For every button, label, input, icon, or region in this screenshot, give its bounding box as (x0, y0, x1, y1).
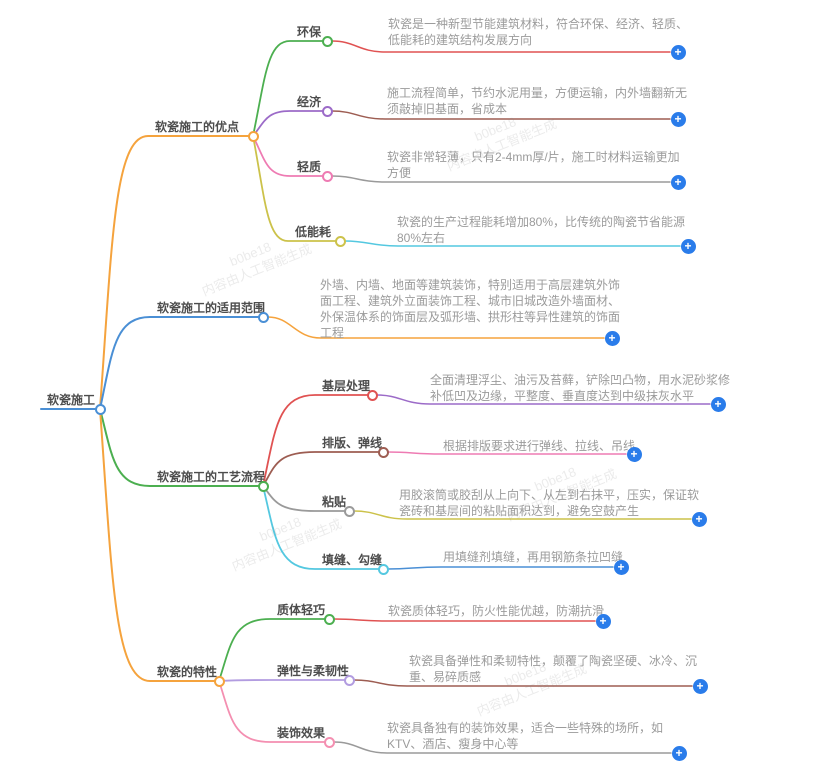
add-child-button[interactable]: + (710, 396, 726, 412)
connector-line (262, 485, 384, 570)
connector-line (218, 618, 330, 682)
node-handle-icon[interactable] (94, 403, 106, 415)
connector-line (252, 40, 328, 137)
topic-label[interactable]: 弹性与柔韧性 (277, 664, 350, 678)
connector-line (387, 566, 614, 570)
node-handle-icon[interactable] (247, 130, 259, 142)
topic-label[interactable]: 环保 (297, 25, 322, 39)
add-child-button[interactable]: + (604, 330, 620, 346)
topic-label[interactable]: 软瓷施工的适用范围 (157, 301, 266, 315)
description-text[interactable]: 软瓷非常轻薄，只有2-4mm厚/片，施工时材料运输更加方便 (387, 150, 680, 180)
node-handle-icon[interactable] (257, 480, 269, 492)
node-handle-icon[interactable] (323, 613, 335, 625)
connector-line (99, 408, 220, 682)
connector-line (331, 40, 671, 53)
add-child-button[interactable]: + (670, 111, 686, 127)
node-handle-icon[interactable] (343, 505, 355, 517)
add-child-button[interactable]: + (671, 745, 687, 761)
add-child-button[interactable]: + (613, 559, 629, 575)
node-handle-icon[interactable] (377, 446, 389, 458)
node-handle-icon[interactable] (213, 675, 225, 687)
node-handle-icon[interactable] (321, 170, 333, 182)
topic-label[interactable]: 质体轻巧 (277, 603, 326, 617)
connector-line (353, 679, 693, 687)
connector-line (333, 741, 672, 754)
connector-line (252, 135, 328, 177)
description-text[interactable]: 全面清理浮尘、油污及苔藓，铲除凹凸物，用水泥砂浆修补低凹及边缘，平整度、垂直度达… (430, 373, 731, 403)
topic-label[interactable]: 低能耗 (295, 225, 332, 239)
description-text[interactable]: 软瓷的生产过程能耗增加80%，比传统的陶瓷节省能源80%左右 (397, 215, 686, 245)
topic-label[interactable]: 基层处理 (322, 379, 371, 393)
node-handle-icon[interactable] (321, 105, 333, 117)
description-text[interactable]: 外墙、内墙、地面等建筑装饰，特别适用于高层建筑外饰面工程、建筑外立面装饰工程、城… (320, 278, 621, 340)
topic-label[interactable]: 轻质 (297, 160, 322, 174)
connector-line (99, 135, 254, 410)
connector-line (262, 394, 373, 487)
topic-label[interactable]: 软瓷施工的工艺流程 (157, 470, 266, 484)
description-text[interactable]: 根据排版要求进行弹线、拉线、吊线 (443, 439, 636, 453)
description-text[interactable]: 软瓷质体轻巧，防火性能优越，防潮抗滑 (388, 604, 605, 618)
topic-label[interactable]: 装饰效果 (277, 726, 326, 740)
topic-label[interactable]: 填缝、勾缝 (322, 553, 383, 567)
node-handle-icon[interactable] (321, 35, 333, 47)
connector-line (333, 618, 596, 622)
description-text[interactable]: 用胶滚筒或胶刮从上向下、从左到右抹平，压实，保证软瓷砖和基层间的粘贴面积达到，避… (399, 488, 700, 518)
connector-line (353, 510, 692, 520)
connector-line (99, 316, 264, 410)
connector-line (267, 316, 605, 339)
description-text[interactable]: 软瓷是一种新型节能建筑材料，符合环保、经济、轻质、低能耗的建筑结构发展方向 (388, 17, 689, 47)
connector-line (344, 240, 681, 247)
connector-line (387, 451, 627, 455)
description-text[interactable]: 软瓷具备独有的装饰效果，适合一些特殊的场所，如KTV、酒店、瘦身中心等 (387, 721, 664, 751)
topic-label[interactable]: 经济 (297, 95, 322, 109)
connector-line (218, 680, 330, 743)
connector-line (331, 175, 671, 183)
connector-line (252, 135, 341, 242)
node-handle-icon[interactable] (334, 235, 346, 247)
add-child-button[interactable]: + (670, 44, 686, 60)
topic-label[interactable]: 软瓷施工的优点 (155, 120, 240, 134)
add-child-button[interactable]: + (670, 174, 686, 190)
description-text[interactable]: 用填缝剂填缝，再用钢筋条拉凹缝 (443, 550, 624, 564)
add-child-button[interactable]: + (595, 613, 611, 629)
topic-label[interactable]: 排版、弹线 (322, 436, 383, 450)
add-child-button[interactable]: + (691, 511, 707, 527)
description-text[interactable]: 软瓷具备弹性和柔韧特性，颠覆了陶瓷坚硬、冰冷、沉重、易碎质感 (409, 654, 698, 684)
connector-line (218, 679, 350, 682)
connector-line (252, 110, 328, 137)
node-handle-icon[interactable] (257, 311, 269, 323)
connector-line (331, 110, 671, 120)
connector-line (99, 408, 264, 487)
node-handle-icon[interactable] (366, 389, 378, 401)
node-handle-icon[interactable] (323, 736, 335, 748)
connector-line (262, 451, 384, 487)
connector-line (376, 394, 711, 405)
add-child-button[interactable]: + (626, 446, 642, 462)
topic-label[interactable]: 软瓷的特性 (157, 665, 218, 679)
node-handle-icon[interactable] (377, 563, 389, 575)
topic-label[interactable]: 软瓷施工 (47, 393, 96, 407)
topic-label[interactable]: 粘贴 (322, 495, 347, 509)
node-handle-icon[interactable] (343, 674, 355, 686)
add-child-button[interactable]: + (680, 238, 696, 254)
add-child-button[interactable]: + (692, 678, 708, 694)
description-text[interactable]: 施工流程简单，节约水泥用量，方便运输，内外墙翻新无须敲掉旧基面，省成本 (387, 86, 688, 116)
